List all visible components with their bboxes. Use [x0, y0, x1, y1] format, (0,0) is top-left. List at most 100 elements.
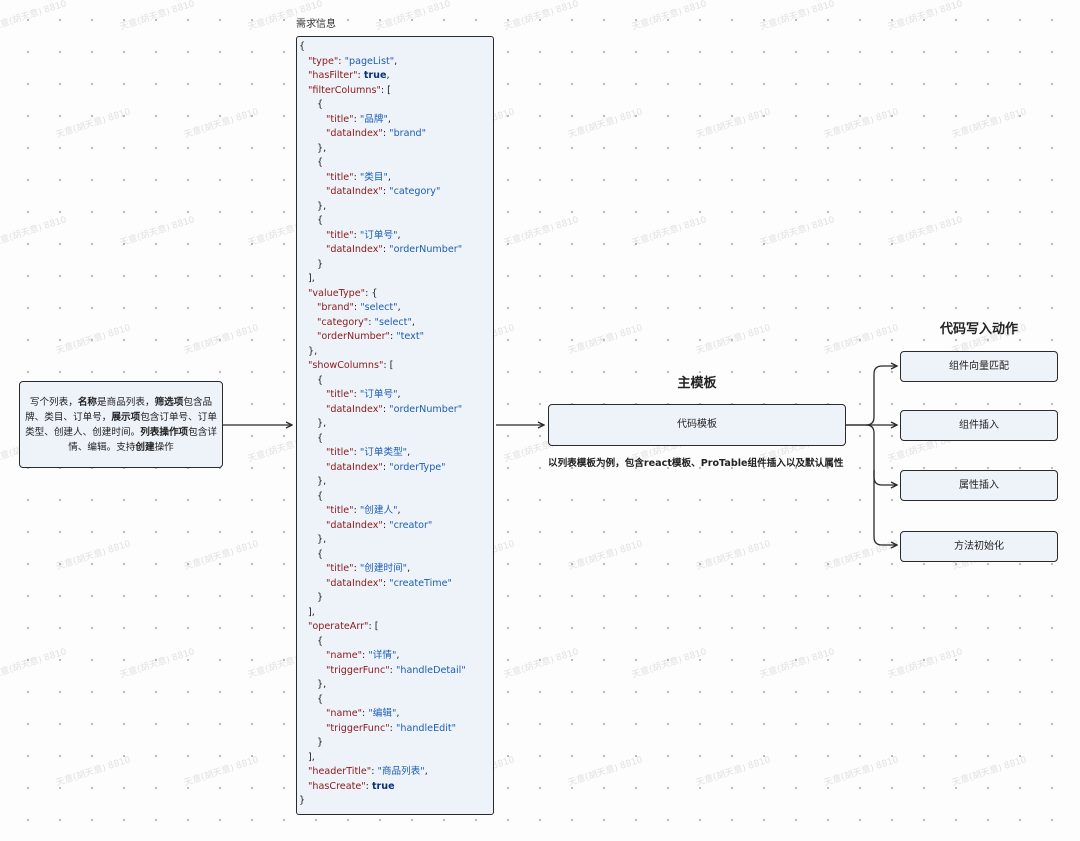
- json-punct: ,: [387, 171, 391, 183]
- json-line: {: [299, 40, 305, 54]
- json-line: "hasCreate": true: [308, 780, 395, 794]
- prompt-text: 写个列表，: [29, 397, 78, 408]
- json-punct: : [: [380, 84, 391, 96]
- json-string: "creator": [389, 519, 433, 531]
- json-string: "详情": [368, 650, 397, 661]
- json-punct: ,: [397, 389, 401, 400]
- json-punct: ,: [394, 55, 398, 67]
- json-punct: ,: [407, 563, 411, 574]
- json-line: "filterColumns": [: [308, 84, 391, 98]
- json-line: "title": "品牌",: [326, 113, 391, 127]
- json-key: "hasCreate": [308, 780, 366, 792]
- json-line: }: [317, 591, 323, 605]
- watermark-text: 天意(胡天意) 8810: [54, 107, 132, 141]
- watermark-text: 天意(胡天意) 8810: [630, 215, 708, 249]
- json-string: "类目": [359, 171, 388, 183]
- json-key: "dataIndex": [326, 461, 383, 473]
- json-punct: :: [353, 563, 360, 574]
- json-line: {: [317, 693, 323, 707]
- json-string: "category": [389, 186, 441, 197]
- json-key: "filterColumns": [308, 84, 381, 96]
- json-string: "订单号": [359, 229, 398, 241]
- json-punct: : [: [368, 621, 379, 632]
- watermark-text: 天意(胡天意) 8810: [758, 215, 836, 249]
- json-line: "dataIndex": "createTime": [326, 577, 452, 591]
- json-line: "valueType": {: [308, 287, 377, 301]
- json-punct: :: [362, 650, 369, 661]
- json-line: "title": "类目",: [326, 171, 391, 185]
- json-key: "hasFilter": [308, 70, 358, 81]
- watermark-text: 天意(胡天意) 8810: [886, 215, 964, 249]
- json-punct: :: [389, 331, 397, 342]
- json-punct: },: [317, 418, 327, 429]
- action-node-attribute-insert[interactable]: 属性插入: [900, 470, 1058, 501]
- json-key: "orderNumber": [317, 331, 390, 342]
- json-punct: {: [317, 432, 324, 444]
- requirement-json-node[interactable]: {"type": "pageList","hasFilter": true,"f…: [296, 36, 494, 815]
- watermark-text: 天意(胡天意) 8810: [502, 647, 580, 681]
- json-line: "name": "详情",: [326, 649, 399, 663]
- json-string: "orderNumber": [389, 244, 463, 255]
- watermark-text: 天意(胡天意) 8810: [694, 323, 772, 357]
- watermark-text: 天意(胡天意) 8810: [630, 0, 708, 33]
- json-punct: ],: [308, 273, 315, 284]
- json-punct: :: [382, 186, 390, 197]
- json-punct: :: [353, 389, 360, 400]
- json-string: "orderType": [389, 461, 446, 473]
- json-punct: :: [357, 70, 364, 81]
- watermark-text: 天意(胡天意) 8810: [0, 647, 68, 681]
- action-node-vector-match[interactable]: 组件向量匹配: [900, 351, 1058, 382]
- watermark-text: 天意(胡天意) 8810: [694, 755, 772, 789]
- action-node-method-init[interactable]: 方法初始化: [900, 531, 1058, 562]
- json-punct: }: [299, 795, 306, 806]
- json-punct: }: [317, 737, 324, 748]
- watermark-text: 天意(胡天意) 8810: [950, 755, 1028, 789]
- json-line: ],: [308, 272, 315, 286]
- json-line: "dataIndex": "orderType": [326, 461, 446, 475]
- json-line: {: [317, 214, 323, 228]
- json-key: "dataIndex": [326, 186, 383, 197]
- json-line: {: [317, 98, 323, 112]
- json-punct: :: [382, 403, 390, 415]
- json-punct: ,: [407, 447, 411, 458]
- prompt-text: 是商品列表，: [97, 397, 155, 408]
- json-line: ],: [308, 751, 315, 765]
- watermark-text: 天意(胡天意) 8810: [566, 755, 644, 789]
- json-string: "订单类型": [359, 447, 408, 458]
- watermark-text: 天意(胡天意) 8810: [502, 215, 580, 249]
- json-string: "订单号": [359, 389, 398, 400]
- json-key: "dataIndex": [326, 128, 383, 139]
- requirement-prompt-node[interactable]: 写个列表，名称是商品列表，筛选项包含品牌、类目、订单号，展示项包含订单号、订单类…: [19, 381, 223, 468]
- json-key: "name": [326, 708, 363, 719]
- prompt-text: 包含详情、编辑。支持: [68, 427, 217, 453]
- json-key: "title": [326, 505, 354, 516]
- json-panel-label: 需求信息: [296, 19, 336, 30]
- json-line: }: [317, 736, 323, 750]
- prompt-keyword: 列表操作项: [140, 427, 189, 438]
- json-punct: },: [317, 476, 327, 487]
- arrow-template-to-action-4: [873, 470, 897, 545]
- json-string: "select": [374, 316, 412, 328]
- watermark-text: 天意(胡天意) 8810: [822, 539, 900, 573]
- json-string: "createTime": [389, 577, 452, 589]
- json-punct: ],: [308, 751, 315, 763]
- json-key: "dataIndex": [326, 403, 383, 415]
- watermark-text: 天意(胡天意) 8810: [118, 215, 196, 249]
- json-key: "category": [317, 316, 369, 328]
- json-punct: },: [308, 345, 318, 357]
- watermark-text: 天意(胡天意) 8810: [886, 647, 964, 681]
- json-punct: :: [353, 447, 360, 458]
- json-punct: ,: [386, 70, 390, 81]
- json-line: {: [317, 432, 323, 446]
- action-node-component-insert[interactable]: 组件插入: [900, 410, 1058, 441]
- json-punct: :: [353, 229, 360, 241]
- json-punct: }: [317, 592, 324, 603]
- json-line: {: [317, 548, 323, 562]
- json-punct: ,: [396, 650, 400, 661]
- json-punct: : [: [383, 360, 394, 371]
- json-key: "operateArr": [308, 621, 369, 632]
- arrow-template-to-action-3: [865, 424, 897, 485]
- json-line: "brand": "select",: [317, 301, 401, 315]
- code-template-node[interactable]: 代码模板: [548, 404, 846, 446]
